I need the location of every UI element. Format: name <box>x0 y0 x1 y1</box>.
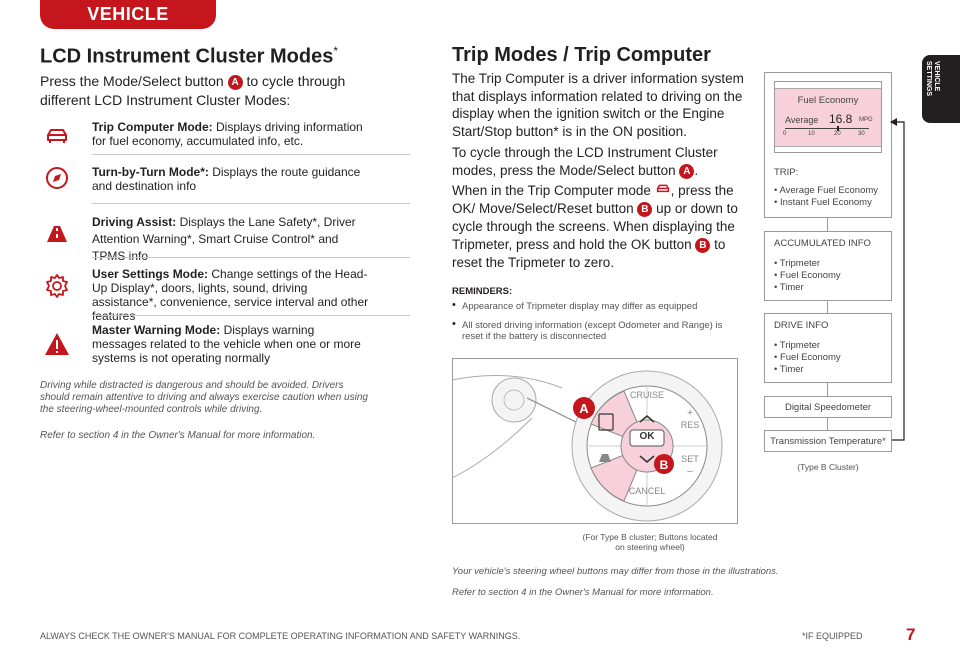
trip-computer-paragraph-2: To cycle through the LCD Instrument Clus… <box>452 145 718 179</box>
plus-label: + <box>687 408 693 419</box>
res-label: RES <box>681 420 700 430</box>
section-tab: VEHICLE SETTINGS <box>40 0 216 53</box>
refer-note-right: Refer to section 4 in the Owner's Manual… <box>452 587 714 598</box>
trip-box-title: TRIP: <box>774 167 799 178</box>
car-icon <box>599 454 611 462</box>
trip-box: Fuel Economy Average 16.8 MPG 0 10 20 30… <box>764 72 892 218</box>
trip-computer-icon <box>47 129 67 143</box>
steering-wheel-illustration: OK CRUISE + RES SET – CANCEL A B <box>452 358 738 524</box>
scale-tick: 20 <box>834 131 841 137</box>
trip-computer-paragraph-1: The Trip Computer is a driver informatio… <box>452 71 744 139</box>
transmission-temperature-box: Transmission Temperature* <box>764 430 892 452</box>
reminder-item: •All stored driving information (except … <box>452 318 723 343</box>
drive-info-item: • Timer <box>774 364 804 375</box>
screen-average-label: Average <box>785 115 819 125</box>
bottom-note: Your vehicle's steering wheel buttons ma… <box>452 566 779 577</box>
divider <box>92 154 410 155</box>
cruise-label: CRUISE <box>630 390 664 400</box>
gear-icon <box>46 274 68 298</box>
compass-icon <box>46 167 68 189</box>
lane-icon <box>47 226 67 242</box>
drive-info-title: DRIVE INFO <box>774 320 829 331</box>
caution-note: Driving while distracted is dangerous an… <box>40 380 368 415</box>
divider <box>92 315 410 316</box>
trip-computer-icon <box>656 184 669 193</box>
mode-master-warning-text: Master Warning Mode: Displays warning me… <box>92 323 361 365</box>
mode-user-settings: User Settings Mode: Change settings of t… <box>40 265 410 323</box>
trip-box-item: • Instant Fuel Economy <box>774 197 872 208</box>
transmission-temperature-label: Transmission Temperature* <box>770 436 886 447</box>
left-section-title: LCD Instrument Cluster Modes* <box>40 44 339 68</box>
callout-a <box>573 397 595 419</box>
trip-computer-paragraph-3: When in the Trip Computer mode , press t… <box>452 183 738 270</box>
mode-user-settings-text: User Settings Mode: Change settings of t… <box>92 267 369 323</box>
drive-info-box: DRIVE INFO • Tripmeter • Fuel Economy • … <box>764 313 892 383</box>
accumulated-info-item: • Tripmeter <box>774 258 821 269</box>
callout-b <box>654 454 674 474</box>
callout-b-label: B <box>660 458 669 472</box>
screen-average-unit: MPG <box>859 117 873 123</box>
reminder-item: •Appearance of Tripmeter display may dif… <box>452 299 698 313</box>
scale-tick: 30 <box>858 131 865 137</box>
mode-driving-assist-text: Driving Assist: Displays the Lane Safety… <box>92 215 356 263</box>
trip-computer-icon <box>598 413 614 431</box>
drive-info-item: • Tripmeter <box>774 340 821 351</box>
mode-turn-by-turn-text: Turn-by-Turn Mode*: Displays the route g… <box>92 165 361 193</box>
trip-box-item: • Average Fuel Economy <box>774 185 879 196</box>
footer-warning: ALWAYS CHECK THE OWNER'S MANUAL FOR COMP… <box>40 631 521 641</box>
accumulated-info-title: ACCUMULATED INFO <box>774 238 871 249</box>
page-number: 7 <box>906 625 916 644</box>
ok-button-label: OK <box>640 431 656 442</box>
digital-speedometer-box: Digital Speedometer <box>764 396 892 418</box>
scale-tick: 0 <box>783 131 787 137</box>
footer-if-equipped: *IF EQUIPPED <box>802 631 863 641</box>
digital-speedometer-label: Digital Speedometer <box>784 402 872 413</box>
accumulated-info-item: • Fuel Economy <box>774 270 841 281</box>
accumulated-info-item: • Timer <box>774 282 804 293</box>
mode-driving-assist: Driving Assist: Displays the Lane Safety… <box>40 212 410 263</box>
cluster-screen: Fuel Economy Average 16.8 MPG 0 10 20 30 <box>774 81 882 153</box>
mode-master-warning: Master Warning Mode: Displays warning me… <box>40 323 370 367</box>
left-intro: Press the Mode/Select button A to cycle … <box>40 73 346 108</box>
refer-note-left: Refer to section 4 in the Owner's Manual… <box>40 430 316 441</box>
minus-label: – <box>687 466 693 477</box>
side-section-tab-label: VEHICLE SETTINGS <box>925 61 940 97</box>
screen-scale-bar <box>785 128 869 129</box>
badge-b: B <box>695 238 711 253</box>
drive-info-item: • Fuel Economy <box>774 352 841 363</box>
screen-title: Fuel Economy <box>797 95 859 106</box>
mode-trip-computer: Trip Computer Mode: Displays driving inf… <box>40 118 410 158</box>
mode-turn-by-turn: Turn-by-Turn Mode*: Displays the route g… <box>40 163 410 204</box>
screen-average-value: 16.8 <box>829 112 853 126</box>
cancel-label: CANCEL <box>629 486 666 496</box>
reminders-title: REMINDERS: <box>452 286 513 297</box>
mode-trip-computer-text: Trip Computer Mode: Displays driving inf… <box>92 120 363 148</box>
divider <box>92 203 410 204</box>
right-section-title: Trip Modes / Trip Computer <box>452 44 711 66</box>
badge-a: A <box>227 75 243 90</box>
accumulated-info-box: ACCUMULATED INFO • Tripmeter • Fuel Econ… <box>764 231 892 301</box>
cycle-arrow-icon <box>890 118 905 441</box>
diagram-caption: (Type B Cluster) <box>797 462 859 472</box>
divider <box>92 257 410 258</box>
set-label: SET <box>681 454 699 464</box>
side-section-tab: VEHICLE SETTINGS <box>922 55 960 123</box>
badge-a: A <box>679 163 695 179</box>
scale-tick: 10 <box>808 131 815 137</box>
callout-a-label: A <box>579 401 589 416</box>
warning-icon <box>45 333 69 355</box>
badge-b: B <box>637 202 653 217</box>
screen-scale-marker <box>837 126 839 131</box>
